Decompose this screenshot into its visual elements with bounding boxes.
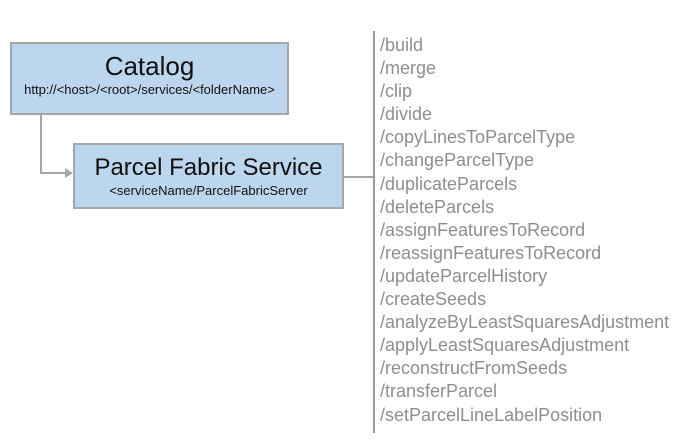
- parcel-fabric-service-box: Parcel Fabric Service <serviceName/Parce…: [73, 143, 344, 209]
- operation-item: /assignFeaturesToRecord: [380, 219, 586, 240]
- catalog-to-service-connector-vertical: [40, 113, 42, 174]
- operation-item: /build: [380, 35, 424, 55]
- arrowhead-icon: [65, 168, 73, 178]
- catalog-to-service-connector-horizontal: [40, 172, 66, 174]
- operation-item: /clip: [380, 81, 413, 102]
- operation-item: /transferParcel: [380, 381, 498, 402]
- parcel-fabric-service-title: Parcel Fabric Service: [94, 154, 323, 181]
- operations-list: /build/merge/clip/divide/copyLinesToParc…: [380, 34, 685, 427]
- operation-item: /setParcelLineLabelPosition: [380, 404, 603, 425]
- operation-item: /changeParcelType: [380, 150, 535, 171]
- service-to-operations-connector: [343, 176, 374, 178]
- operation-item: /copyLinesToParcelType: [380, 127, 576, 148]
- operation-item: /deleteParcels: [380, 196, 495, 217]
- operations-divider-line: [373, 31, 375, 433]
- operation-item: /analyzeByLeastSquaresAdjustment: [380, 312, 670, 333]
- operation-item: /updateParcelHistory: [380, 265, 548, 286]
- operation-item: /createSeeds: [380, 289, 487, 310]
- operation-item: /merge: [380, 58, 437, 79]
- operation-item: /duplicateParcels: [380, 173, 518, 194]
- catalog-box: Catalog http://<host>/<root>/services/<f…: [10, 42, 289, 115]
- operation-item: /applyLeastSquaresAdjustment: [380, 335, 630, 356]
- operation-item: /reconstructFromSeeds: [380, 358, 568, 379]
- catalog-box-url: http://<host>/<root>/services/<folderNam…: [24, 82, 275, 97]
- parcel-fabric-service-path: <serviceName/ParcelFabricServer: [109, 183, 308, 198]
- catalog-box-title: Catalog: [104, 51, 195, 81]
- operation-item: /divide: [380, 104, 433, 125]
- operation-item: /reassignFeaturesToRecord: [380, 242, 602, 263]
